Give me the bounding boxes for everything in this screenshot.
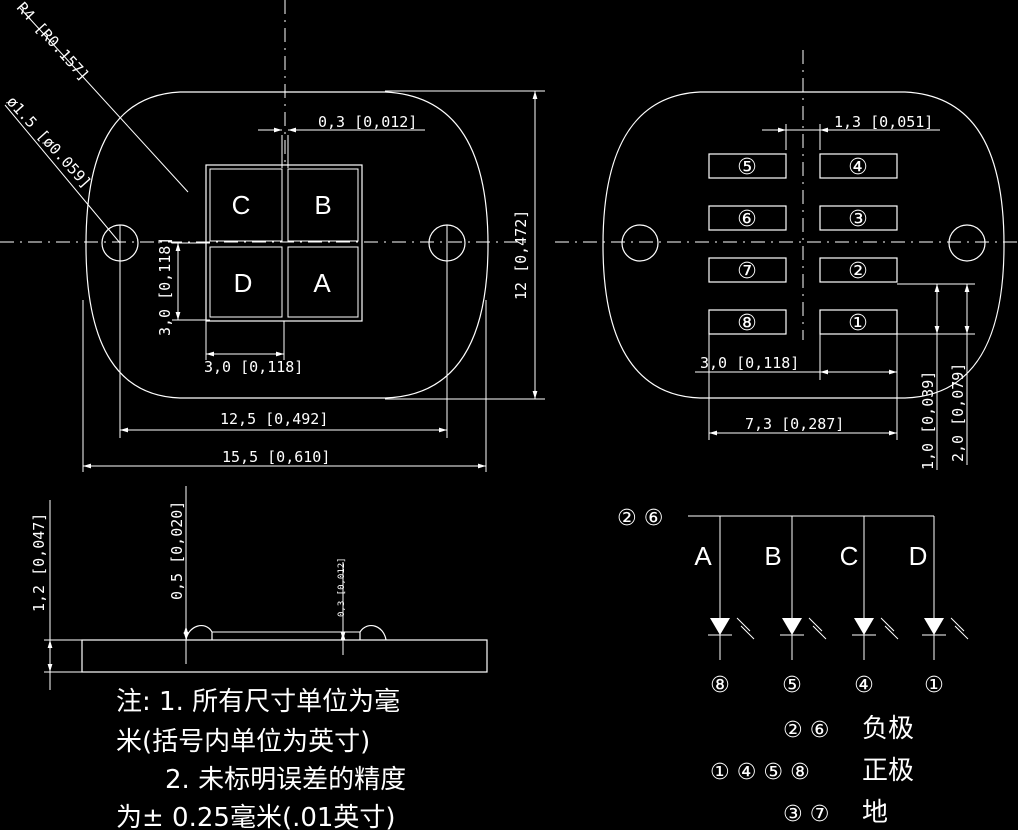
pad-6-label: ⑥: [737, 207, 757, 232]
channel-b-pin: ⑤: [782, 673, 802, 698]
small-dim-label: 0,3 [0,012]: [337, 557, 347, 617]
side-view: 1,2 [0,047] 0,5 [0,020] 0,3 [0,012]: [30, 486, 488, 690]
note-line-4: 为± 0.25毫米(.01英寸): [116, 803, 396, 830]
pad-5: [708, 153, 787, 179]
gap-label: 0,3 [0,012]: [318, 113, 417, 131]
pitch-label: 2,0 [0,079]: [949, 363, 967, 462]
pad-4: [819, 153, 898, 179]
schematic: ② ⑥ A ⑧ B ⑤ C ④: [617, 506, 969, 698]
note-line-3: 2. 未标明误差的精度: [165, 765, 406, 795]
channel-c-pin: ④: [854, 673, 874, 698]
channel-d: D ①: [909, 516, 969, 698]
led-c-icon: [854, 618, 874, 635]
pad-7: [708, 257, 787, 283]
bottom-left-hole: [621, 224, 659, 262]
die-label-a: A: [313, 268, 331, 298]
bottom-right-hole: [948, 224, 986, 262]
pad-3-label: ③: [848, 207, 868, 232]
hole-leader: [4, 104, 121, 244]
channel-d-pin: ①: [924, 673, 944, 698]
pad-4-label: ④: [848, 155, 868, 180]
pad-1-label: ①: [848, 311, 868, 336]
total-height-label: 1,2 [0,047]: [30, 513, 48, 612]
led-b-icon: [782, 618, 802, 635]
legend-ground-pins: ③ ⑦: [783, 802, 829, 827]
led-a-rays-icon: [736, 617, 755, 640]
pad-6: [708, 205, 787, 231]
die-array-outline: [205, 164, 363, 322]
pin-legend: ② ⑥ 负极 ① ④ ⑤ ⑧ 正极 ③ ⑦ 地: [710, 714, 914, 828]
radius-leader: [19, 7, 189, 193]
note-line-2: 米(括号内单位为英寸): [116, 727, 370, 757]
note-line-1: 注: 1. 所有尺寸单位为毫: [116, 687, 400, 717]
led-a-icon: [710, 618, 730, 635]
bottom-view-outline: [602, 91, 1005, 399]
die-label-c: C: [232, 190, 251, 220]
legend-ground-label: 地: [862, 798, 888, 828]
legend-positive-pins: ① ④ ⑤ ⑧: [710, 760, 810, 785]
channel-b: B ⑤: [764, 516, 827, 698]
pad-1: [819, 309, 898, 335]
height-label: 12 [0,472]: [512, 210, 530, 300]
pad-8: [708, 309, 787, 335]
legend-negative-label: 负极: [862, 714, 914, 744]
span-label: 7,3 [0,287]: [745, 415, 844, 433]
bottom-view: ⑤ ④ ⑥ ③ ⑦ ② ⑧ ① 1,3 [0,051] 3,0 [0,118] …: [555, 50, 1018, 470]
notes: 注: 1. 所有尺寸单位为毫 米(括号内单位为英寸) 2. 未标明误差的精度 为…: [116, 687, 406, 830]
lens-height-label: 0,5 [0,020]: [168, 501, 186, 600]
led-b-rays-icon: [808, 617, 827, 640]
channel-a-pin: ⑧: [710, 673, 730, 698]
channel-b-label: B: [764, 541, 781, 571]
die-b: [287, 168, 359, 242]
die-d: [209, 246, 283, 318]
channel-d-label: D: [909, 541, 928, 571]
width-label: 15,5 [0,610]: [222, 448, 330, 466]
channel-c-label: C: [840, 541, 859, 571]
die-c: [209, 168, 283, 242]
hole-diameter-label: ø1.5 [ø0.059]: [3, 93, 95, 192]
channel-c: C ④: [840, 516, 899, 698]
die-label-b: B: [314, 190, 331, 220]
pad-2-label: ②: [848, 259, 868, 284]
side-left-bump: [185, 624, 213, 641]
hole-spacing-label: 12,5 [0,492]: [220, 410, 328, 428]
top-view: C B D A R4 [R0.157] ø1.5 [ø0.059] 0,3 [0…: [0, 0, 545, 472]
pad-8-label: ⑧: [737, 311, 757, 336]
pad-width-label: 3,0 [0,118]: [700, 354, 799, 372]
legend-negative-pins: ② ⑥: [783, 718, 829, 743]
led-c-rays-icon: [880, 617, 899, 640]
die-a: [287, 246, 359, 318]
legend-positive-label: 正极: [862, 756, 914, 786]
top-view-outline: [85, 91, 489, 399]
led-d-rays-icon: [950, 617, 969, 640]
channel-a: A ⑧: [694, 516, 755, 698]
channel-a-label: A: [694, 541, 712, 571]
pad-2: [819, 257, 898, 283]
common-pins-label: ② ⑥: [617, 506, 663, 531]
bottom-gap-label: 1,3 [0,051]: [834, 113, 933, 131]
side-right-bump: [359, 624, 387, 641]
pad-5-label: ⑤: [737, 155, 757, 180]
led-d-icon: [924, 618, 944, 635]
radius-label: R4 [R0.157]: [13, 0, 93, 85]
pad-7-label: ⑦: [737, 259, 757, 284]
die-width-label: 3,0 [0,118]: [204, 358, 303, 376]
pad-height-label: 1,0 [0,039]: [919, 371, 937, 470]
pad-3: [819, 205, 898, 231]
die-label-d: D: [234, 268, 253, 298]
side-view-base: [81, 639, 488, 673]
die-height-label: 3,0 [0,118]: [156, 237, 174, 336]
